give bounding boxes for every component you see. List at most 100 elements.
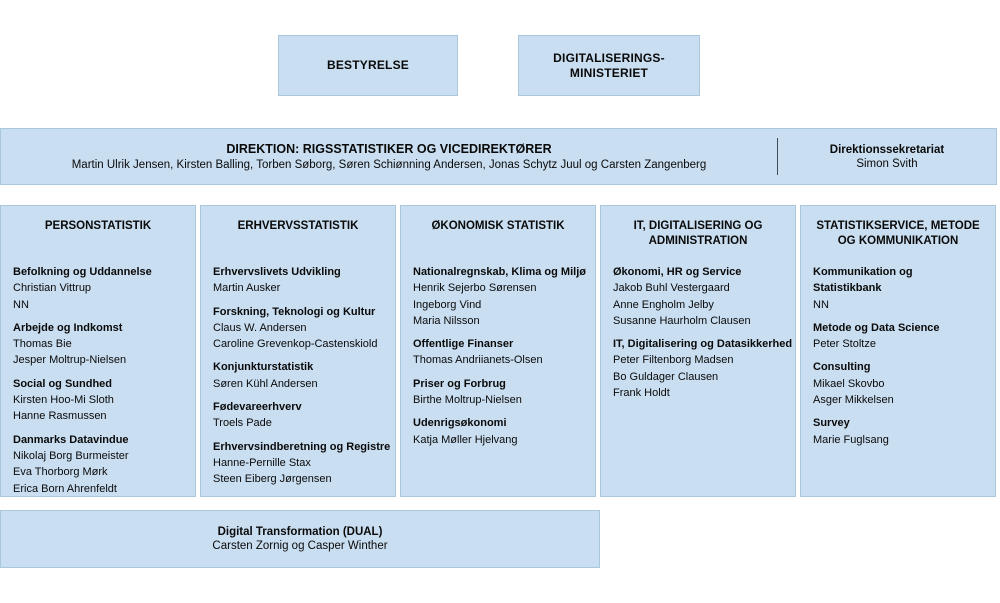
person-name: NN [13,298,29,311]
section-title: Erhvervslivets Udvikling [213,266,341,278]
section-title: Økonomi, HR og Service [613,266,742,278]
section-title: Fødevareerhverv [213,401,302,414]
digitaliseringsministeriet-label: DIGITALISERINGS- MINISTERIET [553,50,665,80]
person-name: Hanne-Pernille Stax [213,456,311,469]
section-title: Konjunkturstatistik [213,361,314,374]
direktion-bar: DIREKTION: RIGSSTATISTIKER OG VICEDIREKT… [0,128,997,185]
section-title: Erhvervsindberetning og Registre [213,440,391,453]
section-title: Forskning, Teknologi og Kultur [213,305,376,318]
column-header: PERSONSTATISTIK [44,220,152,232]
person-name: Ingeborg Vind [413,298,482,311]
person-name: Birthe Moltrup-Nielsen [413,394,522,407]
person-name: Erica Born Ahrenfeldt [13,482,117,495]
section-title: Udenrigsøkonomi [413,417,507,430]
person-name: NN [813,298,829,311]
column-header: IT, DIGITALISERING OG ADMINISTRATION [633,220,763,247]
section-title: Priser og Forbrug [413,377,506,390]
person-name: Hanne Rasmussen [13,410,107,423]
person-name: Kirsten Hoo-Mi Sloth [13,394,114,407]
org-column: STATISTIKSERVICE, METODE OG KOMMUNIKATIO… [800,205,996,497]
section-title: Survey [813,417,850,430]
section-title: IT, Digitalisering og Datasikkerhed [613,338,793,351]
org-column: ØKONOMISK STATISTIK Nationalregnskab, Kli… [400,205,596,497]
person-name: Troels Pade [213,417,272,430]
person-name: Christian Vittrup [13,282,92,295]
person-name: Nikolaj Borg Burmeister [13,449,129,462]
person-name: Peter Stoltze [813,338,876,351]
org-column: IT, DIGITALISERING OG ADMINISTRATION Økon… [600,205,796,497]
person-name: Bo Guldager Clausen [613,370,719,383]
section-title: Nationalregnskab, Klima og Miljø [413,266,586,278]
section-title: Danmarks Datavindue [13,433,129,446]
person-name: Marie Fuglsang [813,433,889,446]
direktionssekretariat: Direktionssekretariat Simon Svith [778,129,996,184]
direktion-title: DIREKTION: RIGSSTATISTIKER OG VICEDIREKT… [226,142,552,156]
digital-transformation-box: Digital Transformation (DUAL) Carsten Zo… [0,510,600,568]
person-name: Asger Mikkelsen [813,394,894,407]
person-name: Eva Thorborg Mørk [13,466,108,479]
section-title: Kommunikation og Statistikbank [813,266,913,295]
person-name: Jakob Buhl Vestergaard [613,282,730,295]
person-name: Henrik Sejerbo Sørensen [413,282,537,295]
column-header: ØKONOMISK STATISTIK [431,220,565,232]
column-header: STATISTIKSERVICE, METODE OG KOMMUNIKATIO… [816,220,980,247]
person-name: Maria Nilsson [413,314,480,327]
person-name: Martin Ausker [213,282,281,295]
section-title: Consulting [813,361,871,374]
direktion-main: DIREKTION: RIGSSTATISTIKER OG VICEDIREKT… [1,129,777,184]
dual-names: Carsten Zornig og Casper Winther [212,540,388,552]
person-name: Susanne Haurholm Clausen [613,314,751,327]
direktionssekretariat-name: Simon Svith [856,157,918,170]
person-name: Søren Kühl Andersen [213,377,318,390]
person-name: Peter Filtenborg Madsen [613,354,734,367]
person-name: Mikael Skovbo [813,377,885,390]
section-title: Befolkning og Uddannelse [13,266,152,278]
dual-title: Digital Transformation (DUAL) [217,526,383,538]
person-name: Steen Eiberg Jørgensen [213,473,332,486]
column-header: ERHVERVSSTATISTIK [237,220,359,232]
direktionssekretariat-title: Direktionssekretariat [829,143,945,156]
person-name: Claus W. Andersen [213,321,307,334]
person-name: Katja Møller Hjelvang [413,433,518,446]
bestyrelse-label: BESTYRELSE [326,58,409,72]
direktion-names: Martin Ulrik Jensen, Kirsten Balling, To… [71,159,707,171]
person-name: Frank Holdt [613,387,670,400]
vertical-divider [777,138,778,175]
bestyrelse-box: BESTYRELSE [278,35,458,96]
section-title: Social og Sundhed [13,377,113,390]
digitaliseringsministeriet-box: DIGITALISERINGS- MINISTERIET [518,35,700,96]
person-name: Thomas Andriianets-Olsen [413,354,543,367]
person-name: Anne Engholm Jelby [613,298,714,311]
section-title: Offentlige Finanser [413,338,514,351]
person-name: Caroline Grevenkop-Castenskiold [213,338,378,351]
org-column: ERHVERVSSTATISTIK Erhvervslivets Udviklin… [200,205,396,497]
person-name: Jesper Moltrup-Nielsen [13,354,127,367]
section-title: Metode og Data Science [813,321,940,334]
section-title: Arbejde og Indkomst [13,321,123,334]
